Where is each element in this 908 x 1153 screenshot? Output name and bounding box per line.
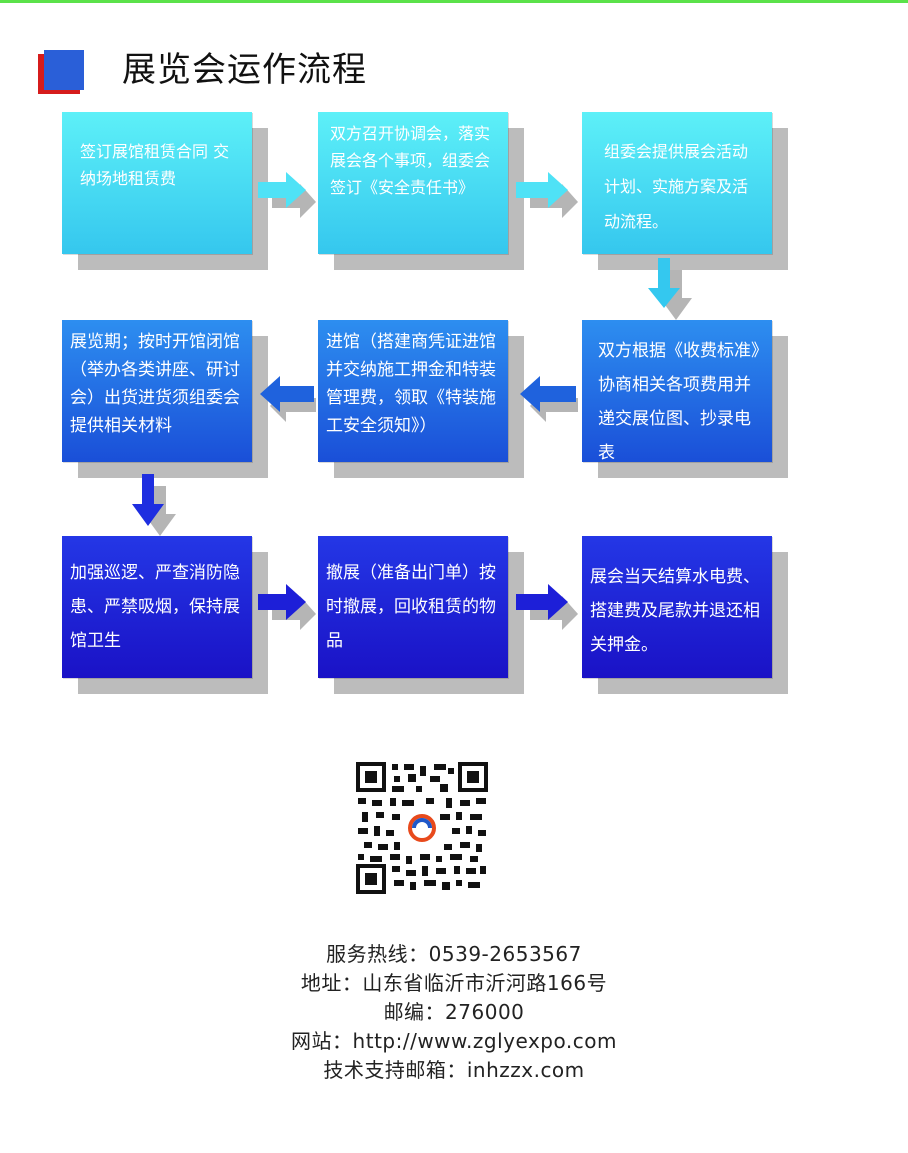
footer-contact: 服务热线：0539-2653567 地址：山东省临沂市沂河路166号 邮编：27… bbox=[0, 940, 908, 1085]
arrow-right-icon bbox=[258, 584, 316, 630]
step-6-text: 展览期；按时开馆闭馆（举办各类讲座、研讨会）出货进货须组委会提供相关材料 bbox=[62, 320, 252, 462]
step-4-text: 双方根据《收费标准》协商相关各项费用并递交展位图、抄录电表 bbox=[582, 320, 772, 463]
qr-code-icon bbox=[356, 762, 488, 894]
arrow-right-icon bbox=[516, 172, 578, 218]
arrow-right-icon bbox=[516, 584, 578, 630]
hotline-text: 服务热线：0539-2653567 bbox=[326, 942, 582, 966]
top-border bbox=[0, 0, 908, 3]
step-5-text: 进馆（搭建商凭证进馆并交纳施工押金和特装管理费，领取《特装施工安全须知》） bbox=[318, 320, 508, 462]
arrow-right-icon bbox=[258, 172, 316, 218]
address-text: 地址：山东省临沂市沂河路166号 bbox=[300, 971, 608, 995]
website-text: 网站：http://www.zglyexpo.com bbox=[291, 1029, 617, 1053]
arrow-left-icon bbox=[260, 376, 316, 422]
page-title: 展览会运作流程 bbox=[122, 50, 367, 90]
step-7-text: 加强巡逻、严查消防隐患、严禁吸烟，保持展馆卫生 bbox=[62, 536, 252, 678]
step-1-text: 签订展馆租赁合同 交纳场地租赁费 bbox=[62, 112, 252, 254]
step-3-text: 组委会提供展会活动计划、实施方案及活动流程。 bbox=[582, 112, 772, 254]
step-8-text: 撤展（准备出门单）按时撤展，回收租赁的物品 bbox=[318, 536, 508, 678]
title-square-icon bbox=[38, 50, 84, 94]
support-email-text: 技术支持邮箱：inhzzx.com bbox=[323, 1058, 585, 1082]
arrow-left-icon bbox=[520, 376, 578, 422]
step-2-text: 双方召开协调会，落实展会各个事项，组委会签订《安全责任书》 bbox=[318, 112, 508, 254]
step-9-text: 展会当天结算水电费、搭建费及尾款并退还相关押金。 bbox=[582, 536, 772, 678]
postcode-text: 邮编：276000 bbox=[383, 1000, 525, 1024]
arrow-down-icon bbox=[648, 258, 692, 320]
arrow-down-icon bbox=[132, 474, 176, 536]
